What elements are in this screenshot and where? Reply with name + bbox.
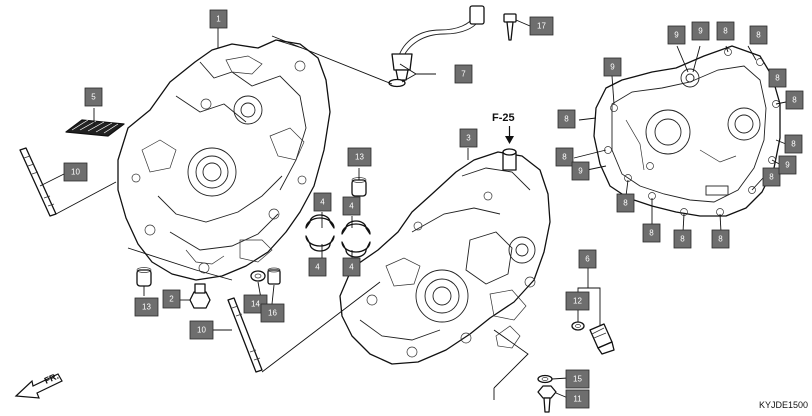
stud-bolt-lower: [227, 297, 263, 373]
washer-15: [537, 374, 553, 384]
callout-8-h: 8: [784, 134, 803, 154]
svg-text:11: 11: [573, 395, 582, 404]
callout-8-b: 8: [555, 147, 574, 167]
callout-10-b: 10: [189, 320, 214, 340]
callout-9-b: 9: [667, 25, 686, 45]
bearing-pair-left: [305, 214, 335, 252]
svg-text:4: 4: [349, 202, 354, 211]
callout-9-a: 9: [603, 57, 622, 77]
dowel-pin-left: [136, 267, 152, 287]
svg-text:8: 8: [718, 235, 723, 244]
callout-4-b: 4: [342, 196, 361, 216]
svg-text:2: 2: [169, 295, 174, 304]
svg-text:12: 12: [573, 297, 582, 306]
svg-text:10: 10: [197, 326, 206, 335]
callout-8-i: 8: [785, 90, 804, 110]
callout-4-c: 4: [308, 257, 327, 277]
svg-text:8: 8: [562, 153, 567, 162]
svg-text:8: 8: [792, 96, 797, 105]
callout-13-a: 13: [347, 147, 372, 167]
right-crankcase: [339, 148, 551, 365]
front-direction-arrow: FR.: [14, 371, 63, 399]
callout-12: 12: [565, 291, 590, 311]
svg-text:9: 9: [578, 167, 583, 176]
callout-9-e: 9: [778, 155, 797, 175]
callout-13-b: 13: [134, 297, 159, 317]
reference-arrowhead: [505, 136, 514, 144]
callout-8-l: 8: [749, 25, 768, 45]
svg-text:8: 8: [649, 229, 654, 238]
svg-text:8: 8: [564, 115, 569, 124]
svg-text:9: 9: [785, 161, 790, 170]
callout-15: 15: [565, 369, 590, 389]
callout-9-d: 9: [571, 161, 590, 181]
svg-text:17: 17: [537, 22, 546, 31]
callout-4-a: 4: [313, 192, 332, 212]
left-crankcase: [117, 39, 331, 281]
svg-text:6: 6: [585, 255, 590, 264]
collar: [267, 267, 281, 285]
reference-label: F-25: [492, 112, 515, 124]
svg-text:14: 14: [251, 300, 260, 309]
svg-text:8: 8: [723, 27, 728, 36]
callout-8-k: 8: [716, 21, 735, 41]
svg-text:8: 8: [680, 235, 685, 244]
bolt-17: [503, 13, 517, 41]
leader-lines: [39, 19, 787, 400]
svg-text:8: 8: [769, 173, 774, 182]
callout-9-c: 9: [691, 21, 710, 41]
callout-8-e: 8: [673, 229, 692, 249]
sealing-washer: [250, 270, 266, 282]
svg-text:9: 9: [610, 63, 615, 72]
callout-6: 6: [578, 249, 597, 269]
dowel-pin-center: [351, 177, 367, 197]
svg-text:1: 1: [216, 15, 221, 24]
svg-text:8: 8: [756, 31, 761, 40]
svg-text:9: 9: [698, 27, 703, 36]
bolt-11: [537, 385, 557, 413]
callout-8-f: 8: [711, 229, 730, 249]
callout-2: 2: [162, 289, 181, 309]
svg-text:13: 13: [355, 153, 364, 162]
bearing-pair-right: [341, 220, 371, 258]
svg-text:16: 16: [268, 309, 277, 318]
stud-bolt-upper: [19, 147, 57, 217]
svg-text:8: 8: [623, 199, 628, 208]
callout-16: 16: [260, 303, 285, 323]
svg-text:5: 5: [91, 93, 96, 102]
diagram-code: KYJDE1500: [759, 400, 808, 410]
callout-3: 3: [459, 128, 478, 148]
switch-washer: [571, 321, 585, 331]
callout-8-j: 8: [768, 68, 787, 88]
callout-1: 1: [209, 9, 228, 29]
callout-5: 5: [84, 87, 103, 107]
svg-text:8: 8: [791, 140, 796, 149]
callout-8-c: 8: [616, 193, 635, 213]
callout-17: 17: [529, 16, 554, 36]
callout-10-a: 10: [63, 162, 88, 182]
svg-text:9: 9: [674, 31, 679, 40]
svg-text:8: 8: [775, 74, 780, 83]
svg-text:3: 3: [466, 134, 471, 143]
svg-text:4: 4: [349, 263, 354, 272]
svg-text:4: 4: [315, 263, 320, 272]
callout-7: 7: [454, 64, 473, 84]
drain-plug: [189, 283, 211, 309]
svg-text:15: 15: [573, 375, 582, 384]
callout-8-d: 8: [642, 223, 661, 243]
svg-text:13: 13: [142, 303, 151, 312]
filter-screen: [65, 119, 125, 137]
svg-text:10: 10: [71, 168, 80, 177]
callout-8-g: 8: [762, 167, 781, 187]
callout-8-a: 8: [557, 109, 576, 129]
svg-text:4: 4: [320, 198, 325, 207]
callout-4-d: 4: [342, 257, 361, 277]
neutral-switch: [589, 323, 615, 355]
svg-text:7: 7: [461, 70, 466, 79]
crankcase-cover: [593, 45, 781, 217]
callout-11: 11: [565, 389, 590, 409]
